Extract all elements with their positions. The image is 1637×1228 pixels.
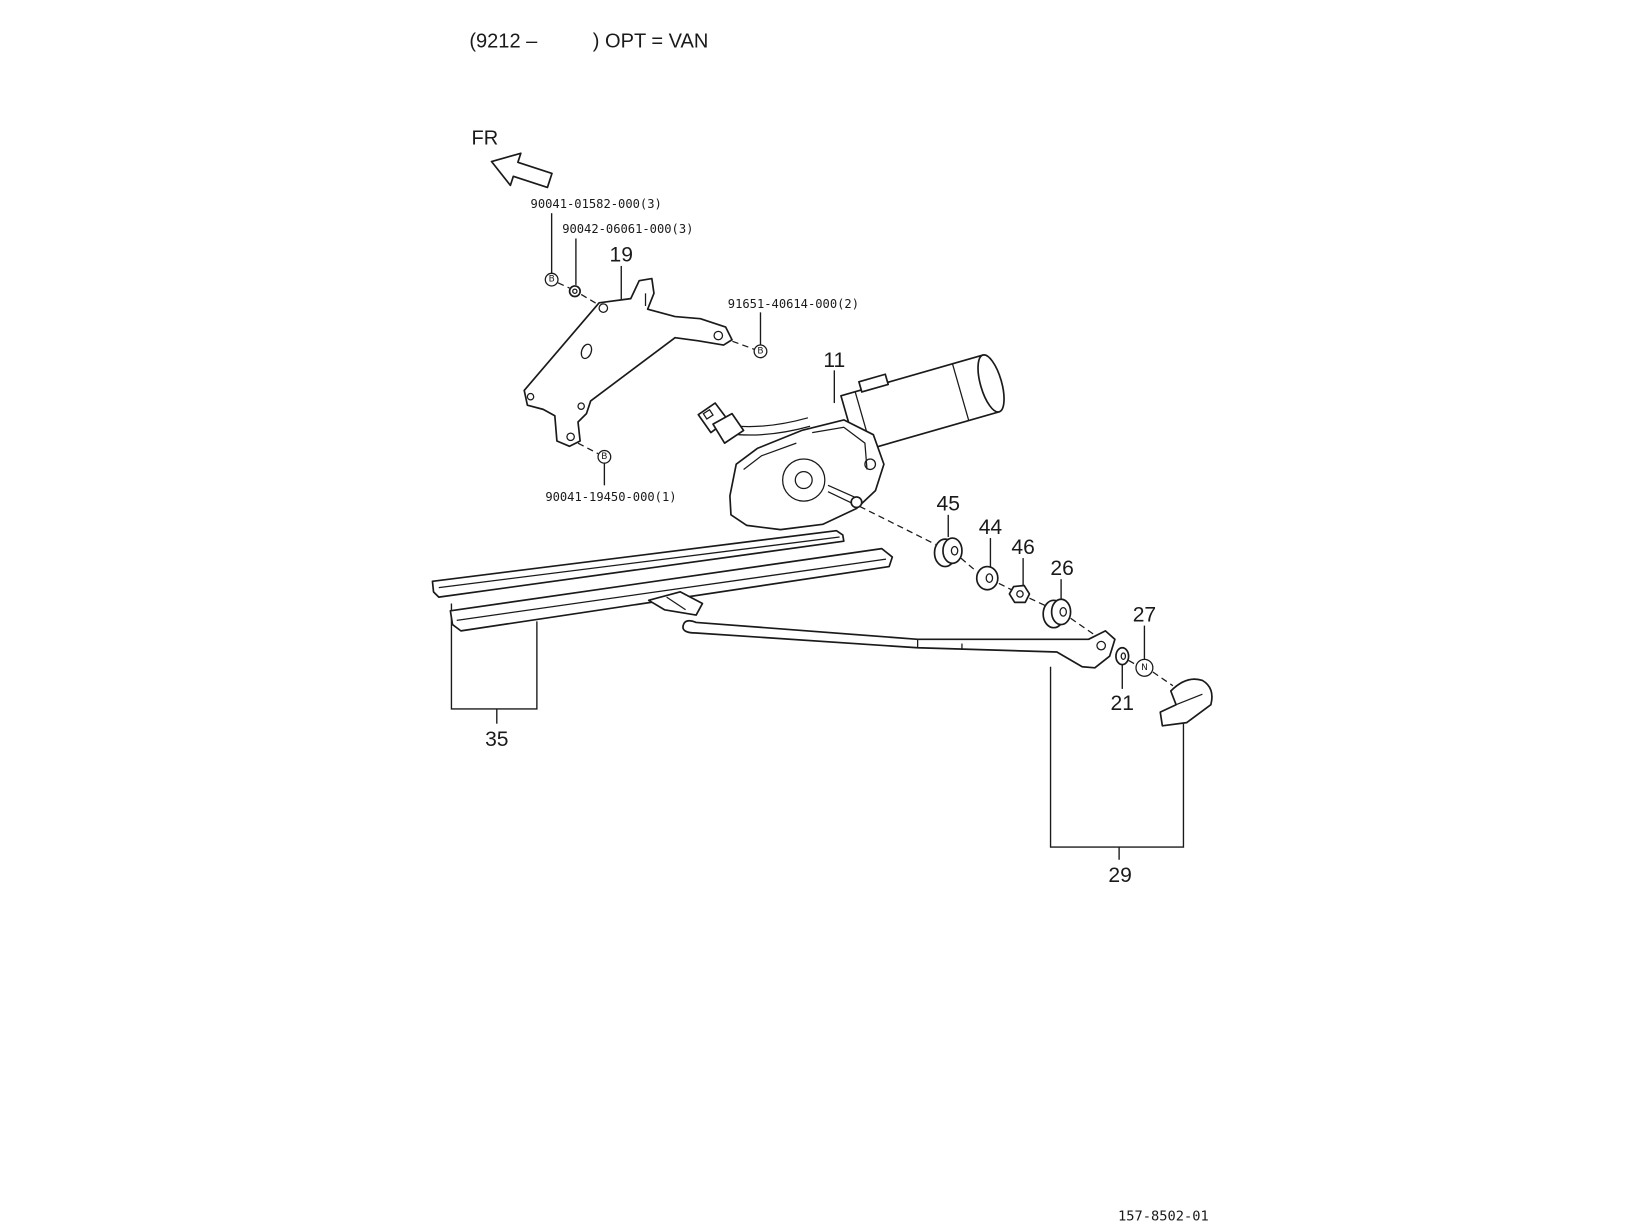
leader-lines [450, 213, 1185, 860]
bracket-hole [566, 432, 575, 442]
gearbox-gear-housing [782, 458, 826, 502]
wiper-blade [431, 529, 894, 632]
callout-number: 44 [979, 516, 1003, 539]
arm-pivot [1096, 640, 1107, 651]
motor-shaft [827, 484, 857, 499]
part-number-bolt-bottom: 90041-19450-000(1) [545, 490, 676, 504]
motor-shaft-end [850, 496, 863, 509]
alignment-line [557, 282, 570, 289]
front-direction-label: FR [471, 128, 498, 150]
wiper-arm [682, 619, 1213, 727]
diagram-code: 157-8502-01 [1118, 1208, 1209, 1224]
model-range-end: ) OPT = VAN [593, 31, 709, 53]
callout-number: 29 [1108, 864, 1131, 887]
blade-refill-edge [438, 536, 840, 589]
grommet-outer [933, 537, 963, 568]
gearbox-edge [743, 442, 797, 470]
arm-body [682, 619, 1116, 669]
blade-frame-edge [456, 558, 887, 621]
callout-number: 45 [937, 493, 960, 516]
alignment-line [1128, 659, 1137, 666]
bracket-hole [526, 392, 535, 401]
blade-refill [431, 529, 845, 598]
blade-clip-edge [666, 596, 686, 611]
callout-number: 46 [1011, 536, 1034, 559]
bolt-marker: B [597, 449, 612, 464]
nut-marker-letter: N [1141, 663, 1148, 673]
bolt-marker-letter: B [601, 452, 607, 462]
bolt-marker-letter: B [757, 346, 763, 356]
gearbox-mount-hole [864, 458, 877, 471]
nut-marker: N [1135, 658, 1154, 677]
motor-wire [738, 425, 811, 436]
part-number-bolt-top: 90041-01582-000(3) [531, 197, 662, 211]
callout-number: 35 [485, 728, 508, 751]
group-bracket-line [450, 603, 538, 710]
callout-number: 19 [610, 244, 633, 267]
washer-top [568, 285, 581, 298]
alignment-line [998, 582, 1012, 591]
washer-arm [1115, 646, 1130, 666]
callout-number: 21 [1111, 692, 1134, 715]
nut [1008, 584, 1031, 604]
callout-number: 26 [1050, 557, 1073, 580]
motor-bracket [523, 277, 733, 448]
bolt-marker: B [544, 272, 559, 287]
motor-shaft [827, 491, 855, 505]
bracket-hole [580, 343, 593, 360]
gearbox-gear-hub [794, 470, 813, 490]
alignment-line [960, 557, 977, 572]
alignment-line [580, 293, 598, 305]
bracket-hole [598, 303, 609, 313]
connector-terminal [702, 408, 714, 420]
alignment-line [1152, 671, 1174, 687]
bolt-marker: B [753, 344, 768, 359]
part-number-washer-top: 90042-06061-000(3) [562, 222, 693, 236]
bolt-marker-letter: B [549, 275, 555, 285]
group-bracket-line [1049, 666, 1185, 848]
alignment-line [577, 442, 599, 455]
alignment-line [1029, 597, 1046, 607]
bracket-hole [713, 330, 724, 341]
alignment-line [1070, 617, 1096, 636]
alignment-line [859, 505, 936, 545]
motor-wire [738, 417, 809, 428]
bracket-hole [577, 402, 585, 411]
callout-number: 27 [1133, 603, 1156, 626]
front-direction-arrow-icon [490, 152, 553, 189]
washer [975, 565, 999, 591]
model-range-start: (9212 – [469, 31, 538, 53]
grommet-inner [1042, 598, 1072, 629]
arm-cap [1159, 678, 1213, 727]
arm-cap-edge [1175, 693, 1203, 706]
callout-number: 11 [823, 349, 845, 372]
bracket-plate [523, 277, 733, 448]
part-number-bolt-right: 91651-40614-000(2) [728, 297, 859, 311]
motor-connector [712, 412, 745, 444]
wiper-motor [697, 354, 1005, 531]
motor-gearbox [729, 419, 885, 531]
gearbox-cover-edge [812, 426, 868, 470]
